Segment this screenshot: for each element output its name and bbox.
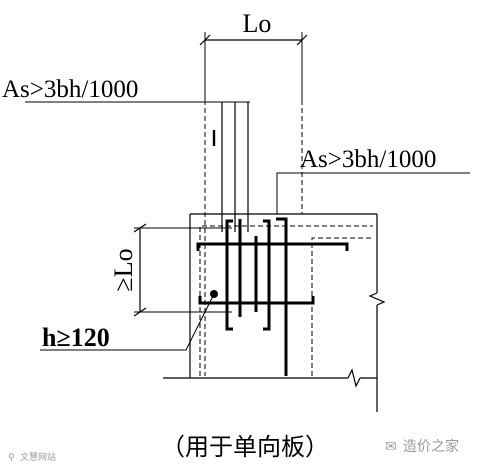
watermark-left: ⚲ 文慧网站 <box>8 451 56 463</box>
vertical-rebars-top <box>212 102 249 232</box>
wechat-icon: ✉ <box>385 439 397 455</box>
watermark-left-text: 文慧网站 <box>20 451 56 463</box>
top-dimension-label: Lo <box>243 9 272 38</box>
as-left-label: As>3bh/1000 <box>2 76 138 103</box>
as-right-callout: As>3bh/1000 <box>276 146 470 214</box>
watermark-right: ✉ 造价之家 <box>385 438 459 455</box>
as-right-label: As>3bh/1000 <box>300 146 436 173</box>
h-callout: h≥120 <box>40 290 218 352</box>
inner-dashed-outline <box>199 225 373 376</box>
top-dimension: Lo <box>199 9 308 100</box>
as-right-leader <box>276 172 470 214</box>
h-label: h≥120 <box>42 323 110 352</box>
wall-dashed-boundary <box>204 100 303 376</box>
watermark-left-icon: ⚲ <box>8 453 15 463</box>
as-left-callout: As>3bh/1000 <box>2 76 250 103</box>
vertical-dimension: ≥Lo <box>109 223 232 317</box>
vertical-dimension-label: ≥Lo <box>109 248 138 291</box>
caption: （用于单向板） <box>161 433 329 461</box>
top-horizontal-bar <box>196 242 349 251</box>
watermark-right-text: 造价之家 <box>403 438 459 455</box>
vertical-bar-b <box>276 217 288 376</box>
u-bar-right <box>263 219 271 331</box>
structure-outline <box>163 213 386 412</box>
h-leader <box>40 293 215 351</box>
u-bar-left <box>225 219 233 331</box>
bold-rebars <box>196 217 349 376</box>
